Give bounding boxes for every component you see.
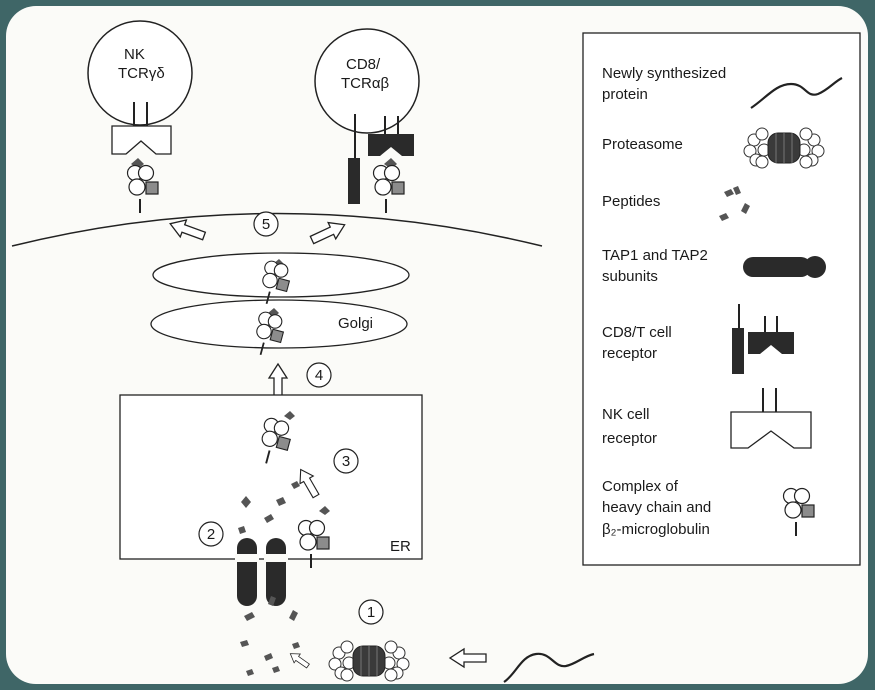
proteasome-icon — [328, 640, 410, 682]
step-5-marker — [253, 211, 279, 237]
nk-receptor-icon — [730, 388, 812, 449]
er-label: ER — [390, 538, 411, 555]
legend-item-peptides: Peptides — [602, 186, 750, 221]
legend-item-cd8-t-cell-receptor: CD8/T cell receptor — [602, 304, 794, 374]
antigen-presentation-diagram: NK TCRγδ CD8/ TCRαβ 5 Golgi 4 ER 3 — [11, 20, 861, 683]
nk-cell-label: NK — [124, 46, 145, 63]
svg-text:Newly synthesized: Newly synthesized — [602, 65, 726, 82]
svg-text:Peptides: Peptides — [602, 193, 660, 210]
step-1-marker — [358, 599, 384, 625]
nk-cell-receptor — [111, 102, 172, 155]
mhc-complex-icon — [372, 164, 405, 214]
golgi-label: Golgi — [338, 315, 373, 332]
t-cell-receptor-label: TCRαβ — [341, 75, 389, 92]
step-2-label: 2 — [207, 526, 215, 543]
svg-text:receptor: receptor — [602, 430, 657, 447]
tap-transporter — [235, 538, 288, 606]
nk-cell-receptor-label: TCRγδ — [118, 65, 165, 82]
protein-chain-icon — [750, 77, 843, 109]
tap-transporter-icon — [743, 256, 826, 278]
legend-item-proteasome: Proteasome — [602, 127, 825, 169]
svg-text:β₂-microglobulin: β₂-microglobulin — [602, 521, 710, 538]
step-1-label: 1 — [367, 604, 375, 621]
mhc-complex-icon — [297, 519, 330, 569]
arrow-to-nk-cell — [166, 214, 208, 246]
svg-text:TAP1 and TAP2: TAP1 and TAP2 — [602, 247, 708, 264]
peptides-in-cytosol — [240, 596, 300, 676]
legend-item-tap-subunits: TAP1 and TAP2 subunits — [602, 247, 826, 285]
step-4-marker — [306, 362, 332, 388]
step-3-marker — [333, 448, 359, 474]
arrow-protein-to-proteasome — [449, 648, 487, 668]
peptides-icon — [719, 186, 750, 221]
protein-chain-icon — [503, 652, 595, 683]
legend-box — [582, 32, 861, 566]
svg-text:heavy chain and: heavy chain and — [602, 499, 711, 516]
svg-text:protein: protein — [602, 86, 648, 103]
legend-item-nk-cell-receptor: NK cell receptor — [602, 388, 812, 449]
svg-text:Complex of: Complex of — [602, 478, 679, 495]
peptides-in-er — [238, 481, 300, 534]
t-cell-label: CD8/ — [346, 56, 381, 73]
step-3-label: 3 — [342, 453, 350, 470]
svg-text:Proteasome: Proteasome — [602, 136, 683, 153]
mhc-complex-icon — [126, 164, 159, 214]
svg-text:CD8/T cell: CD8/T cell — [602, 324, 672, 341]
legend-item-heavy-chain-complex: Complex of heavy chain and β₂-microglobu… — [602, 478, 815, 538]
arrow-peptide-release — [286, 648, 312, 671]
figure-panel: NK TCRγδ CD8/ TCRαβ 5 Golgi 4 ER 3 — [6, 6, 868, 684]
svg-text:NK cell: NK cell — [602, 406, 650, 423]
step-5-label: 5 — [262, 216, 270, 233]
legend-item-newly-synthesized-protein: Newly synthesized protein — [602, 65, 843, 109]
cd8-t-cell-receptor — [348, 114, 414, 204]
peptide — [319, 506, 330, 515]
arrow-to-t-cell — [307, 215, 350, 249]
svg-text:receptor: receptor — [602, 345, 657, 362]
nk-cell — [87, 20, 193, 126]
peptide — [284, 411, 295, 420]
step-2-marker — [198, 521, 224, 547]
cd8-receptor-icon — [732, 304, 794, 374]
t-cell — [314, 28, 420, 134]
step-4-label: 4 — [315, 367, 323, 384]
cell-membrane — [11, 212, 543, 247]
svg-text:subunits: subunits — [602, 268, 658, 285]
